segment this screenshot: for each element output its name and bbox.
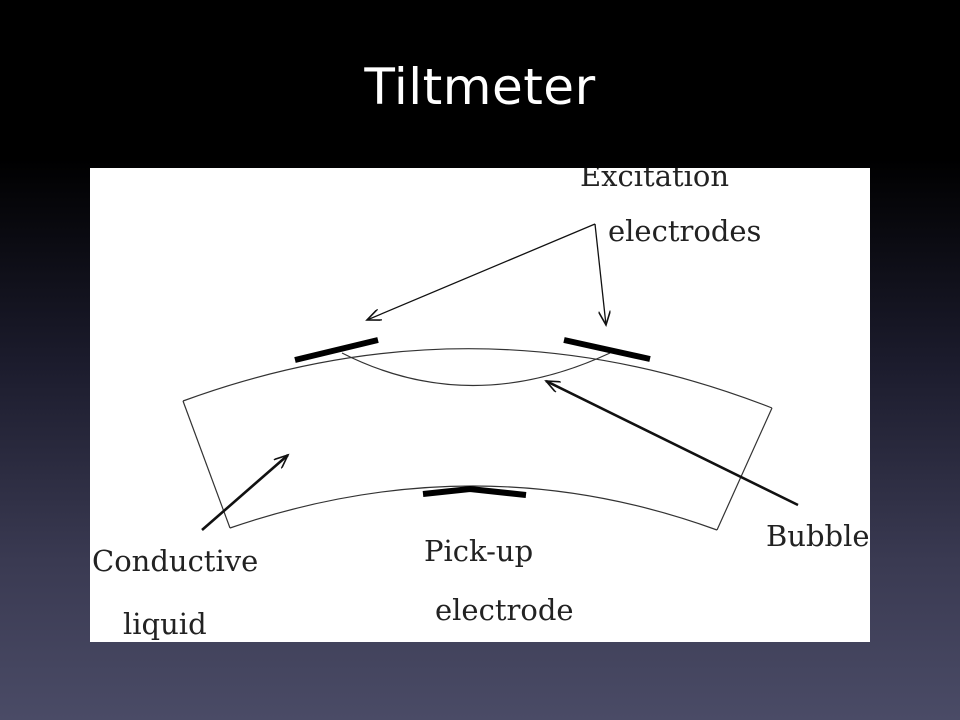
conductive-liquid-arrow [201, 455, 288, 531]
arrows [201, 223, 799, 531]
pickup-electrode [422, 485, 527, 498]
diagram-canvas: Excitation electrodes Bubble Conductive … [92, 168, 870, 641]
slide-title: Tiltmeter [364, 58, 596, 116]
electrodes [294, 337, 651, 498]
excitation-label-line2: electrodes [608, 214, 761, 248]
vessel-top-arc [182, 348, 773, 409]
excitation-electrode-left [294, 337, 379, 363]
tiltmeter-diagram: Excitation electrodes Bubble Conductive … [90, 168, 870, 642]
conductive-label-line1: Conductive [92, 544, 258, 578]
excitation-electrode-right [563, 337, 651, 362]
excitation-arrow-left [367, 223, 596, 320]
bubble-lower-arc [341, 352, 611, 386]
excitation-label-line1: Excitation [580, 168, 729, 193]
vessel-bottom-arc [229, 485, 718, 531]
pickup-label-line2: electrode [435, 593, 574, 627]
conductive-label-line2: liquid [123, 607, 207, 641]
vessel-outline [182, 348, 773, 531]
vessel-left-side [182, 400, 231, 529]
vessel-right-side [716, 407, 773, 531]
pickup-label-line1: Pick-up [424, 534, 533, 568]
bubble-arrow [546, 379, 799, 507]
bubble-label: Bubble [766, 519, 870, 553]
excitation-arrow-right [594, 223, 606, 325]
